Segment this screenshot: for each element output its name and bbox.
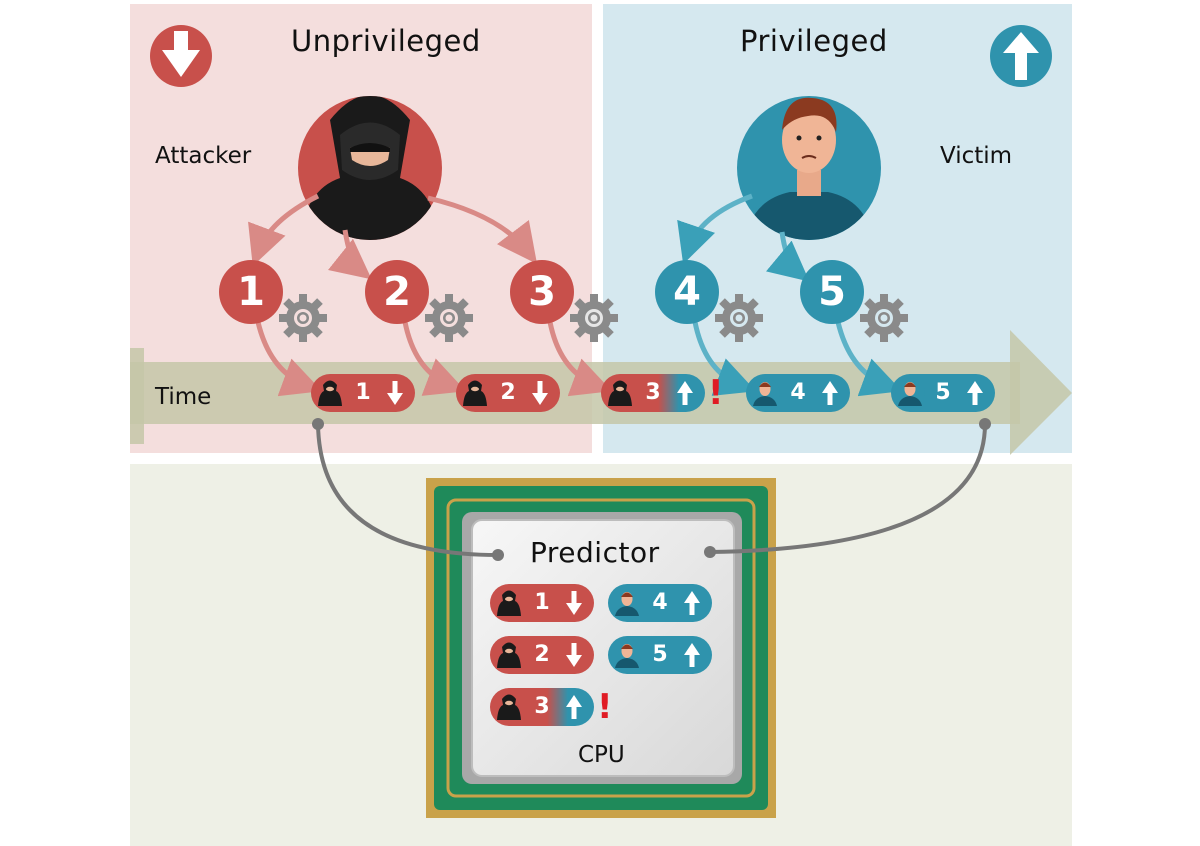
step-number-3: 3 (528, 269, 556, 315)
down-arrow-icon (532, 381, 548, 405)
attacker-label: Attacker (155, 143, 252, 169)
up-arrow-icon (684, 591, 700, 615)
mini-victim-icon (753, 382, 777, 406)
victim-avatar (737, 96, 881, 240)
victim-label: Victim (940, 143, 1013, 169)
step-number-5: 5 (818, 269, 846, 315)
step-circle-1 (219, 260, 283, 324)
predictor-label: Predictor (530, 536, 660, 569)
time-label: Time (155, 384, 212, 410)
down-arrow-icon (150, 25, 212, 87)
timeline-pill-number: 4 (790, 380, 806, 405)
up-arrow-icon (677, 381, 693, 405)
mini-victim-icon (615, 644, 639, 668)
up-arrow-icon (566, 695, 582, 719)
mini-attacker-icon (608, 380, 632, 406)
timeline-pill-number: 2 (500, 380, 516, 405)
timeline-pill-number: 1 (355, 380, 371, 405)
privileged-title: Privileged (740, 24, 888, 58)
mini-attacker-icon (497, 642, 521, 668)
unprivileged-title: Unprivileged (291, 24, 481, 58)
step-number-4: 4 (673, 269, 701, 315)
cpu-chip (426, 478, 776, 818)
step-number-2: 2 (383, 269, 411, 315)
timeline-pill-number: 3 (645, 380, 661, 405)
predictor-pill-number: 5 (652, 642, 668, 667)
step-circle-4 (655, 260, 719, 324)
mini-attacker-icon (497, 590, 521, 616)
mini-attacker-icon (463, 380, 487, 406)
gear-icon (715, 294, 763, 342)
up-arrow-icon (684, 643, 700, 667)
step-number-1: 1 (237, 269, 265, 315)
step-circle-2 (365, 260, 429, 324)
down-arrow-icon (566, 591, 582, 615)
mini-victim-icon (615, 592, 639, 616)
predictor-pill-number: 1 (534, 590, 550, 615)
predictor-pill-number: 3 (534, 694, 550, 719)
alert-mark: ! (708, 373, 724, 413)
gear-icon (570, 294, 618, 342)
attacker-avatar (298, 96, 442, 240)
mini-attacker-icon (497, 694, 521, 720)
mini-victim-icon (898, 382, 922, 406)
predictor-pill-number: 2 (534, 642, 550, 667)
up-arrow-icon (967, 381, 983, 405)
cpu-label: CPU (578, 742, 625, 768)
down-arrow-icon (387, 381, 403, 405)
gear-icon (279, 294, 327, 342)
up-arrow-icon (822, 381, 838, 405)
gear-icon (425, 294, 473, 342)
predictor-pill-number: 4 (652, 590, 668, 615)
mini-attacker-icon (318, 380, 342, 406)
alert-mark: ! (597, 687, 613, 727)
gear-icon (860, 294, 908, 342)
timeline-pill-number: 5 (935, 380, 951, 405)
up-arrow-icon (990, 25, 1052, 87)
down-arrow-icon (566, 643, 582, 667)
step-circle-3 (510, 260, 574, 324)
step-circle-5 (800, 260, 864, 324)
